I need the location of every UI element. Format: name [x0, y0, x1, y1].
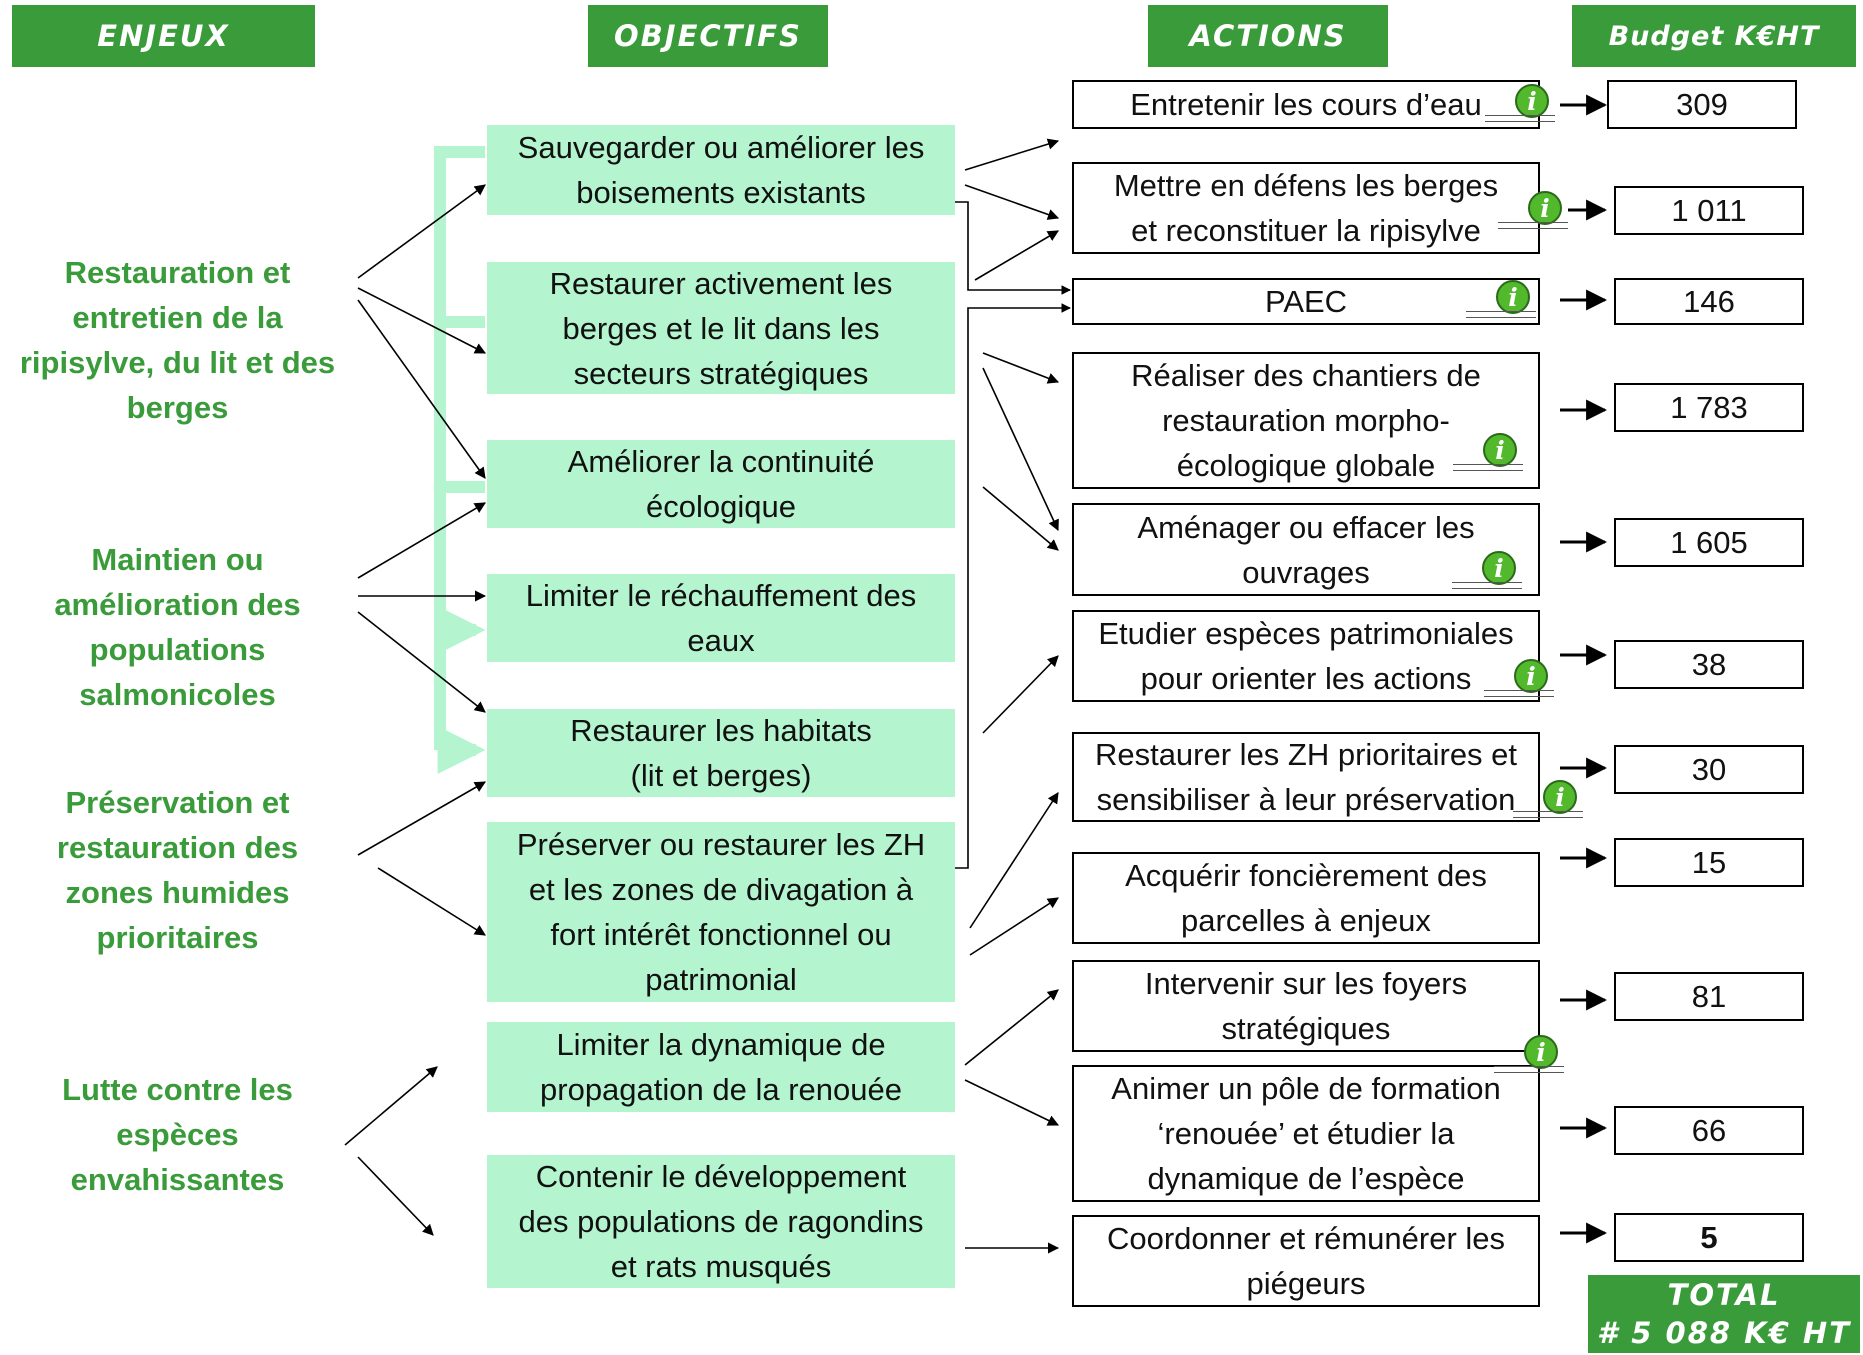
- action-acquerir-parcelles: Acquérir foncièrement des parcelles à en…: [1072, 852, 1540, 944]
- enjeu-salmonicoles: Maintien ou amélioration des populations…: [54, 542, 301, 712]
- enjeu-especes-envahissantes: Lutte contre les espèces envahissantes: [62, 1072, 293, 1197]
- info-icon[interactable]: i: [1485, 84, 1555, 122]
- objectif-rechauffement: Limiter le réchauffement des eaux: [487, 574, 955, 662]
- objectif-renouee: Limiter la dynamique de propagation de l…: [487, 1022, 955, 1112]
- info-icon[interactable]: i: [1484, 659, 1554, 697]
- budget-value: 309: [1607, 80, 1797, 129]
- budget-value: 66: [1614, 1106, 1804, 1155]
- action-zh-prioritaires: Restaurer les ZH prioritaires et sensibi…: [1072, 732, 1540, 822]
- objectif-berges-lit: Restaurer activement les berges et le li…: [487, 262, 955, 394]
- action-piegeurs: Coordonner et rémunérer les piégeurs: [1072, 1215, 1540, 1307]
- info-icon[interactable]: i: [1513, 780, 1583, 818]
- enjeu-zones-humides: Préservation et restauration des zones h…: [56, 785, 299, 955]
- budget-value: 81: [1614, 972, 1804, 1021]
- budget-value: 1 605: [1614, 518, 1804, 567]
- action-to-budget-arrows: [1560, 94, 1608, 1244]
- enjeu-to-objectif-arrows: [344, 184, 487, 1236]
- action-especes-patrimoniales: Etudier espèces patrimoniales pour orien…: [1072, 610, 1540, 702]
- action-ouvrages: Aménager ou effacer les ouvrages: [1072, 503, 1540, 596]
- budget-value: 30: [1614, 745, 1804, 794]
- info-icon[interactable]: i: [1494, 1035, 1564, 1073]
- action-chantiers-restauration: Réaliser des chantiers de restauration m…: [1072, 352, 1540, 489]
- action-foyers-strategiques: Intervenir sur les foyers stratégiques: [1072, 960, 1540, 1052]
- action-pole-formation: Animer un pôle de formation ‘renouée’ et…: [1072, 1065, 1540, 1202]
- budget-value: 5: [1614, 1213, 1804, 1262]
- info-icon[interactable]: i: [1452, 551, 1522, 589]
- objectif-ragondins: Contenir le développement des population…: [487, 1155, 955, 1288]
- objectif-continuite: Améliorer la continuité écologique: [487, 440, 955, 528]
- budget-value: 38: [1614, 640, 1804, 689]
- info-icon[interactable]: i: [1466, 280, 1536, 318]
- header-actions: ACTIONS: [1148, 5, 1388, 67]
- header-objectifs: OBJECTIFS: [588, 5, 828, 67]
- objectif-to-action-arrows: [955, 138, 1071, 1254]
- objectives-bracket: [434, 146, 486, 774]
- header-enjeux: ENJEUX: [12, 5, 315, 67]
- action-entretenir-cours-eau: Entretenir les cours d’eau: [1072, 80, 1540, 129]
- objectif-zh-divagation: Préserver ou restaurer les ZH et les zon…: [487, 822, 955, 1002]
- action-paec: PAEC: [1072, 278, 1540, 325]
- budget-value: 146: [1614, 278, 1804, 325]
- budget-value: 1 011: [1614, 186, 1804, 235]
- info-icon[interactable]: i: [1453, 433, 1523, 471]
- budget-value: 1 783: [1614, 383, 1804, 432]
- action-defens-berges: Mettre en défens les berges et reconstit…: [1072, 162, 1540, 254]
- objectif-boisements: Sauvegarder ou améliorer les boisements …: [487, 125, 955, 215]
- enjeu-ripisylve: Restauration et entretien de la ripisylv…: [19, 255, 336, 425]
- budget-value: 15: [1614, 838, 1804, 887]
- objectif-habitats: Restaurer les habitats (lit et berges): [487, 709, 955, 797]
- total-budget: TOTAL # 5 088 K€ HT: [1588, 1275, 1860, 1353]
- header-budget: Budget K€HT: [1572, 5, 1856, 67]
- info-icon[interactable]: i: [1498, 191, 1568, 229]
